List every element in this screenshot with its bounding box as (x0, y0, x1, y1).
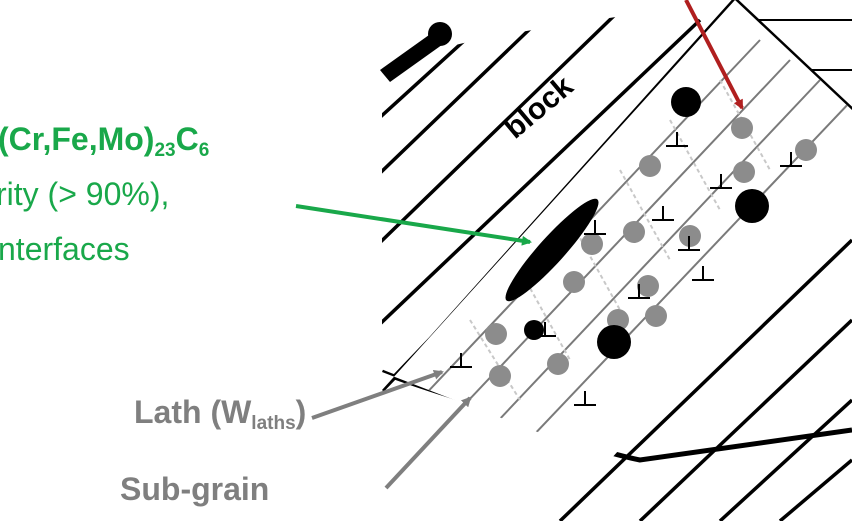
red-arrow (684, 0, 744, 110)
carbide-arrow (295, 204, 532, 246)
carbide-description-line-2: rity (> 90%), (0, 176, 170, 212)
lath-text: Lath (W (134, 394, 252, 430)
carbide-subscript-2: 6 (198, 140, 210, 161)
subgrain-label: Sub-grain (120, 471, 270, 507)
dislocation-symbols (450, 132, 802, 406)
carbide-subscript-1: 23 (154, 140, 176, 161)
block-hatch-lines (382, 0, 852, 521)
boundary-carbide (505, 198, 599, 302)
main-block (382, 0, 852, 460)
black-carbides (524, 87, 769, 359)
gray-precipitates (485, 117, 817, 387)
lath-label: Lath (Wlaths) (134, 394, 307, 433)
carbide-formula: (Cr,Fe,Mo) (0, 121, 155, 157)
corner-carbide-head (428, 22, 452, 46)
carbide-description-line-3: nterfaces (0, 231, 130, 267)
corner-carbide (380, 30, 446, 82)
lath-close: ) (295, 394, 307, 430)
lath-arrow (311, 369, 444, 420)
lath-subscript: laths (251, 413, 296, 434)
subgrain-arrow (384, 396, 472, 490)
carbide-label: (Cr,Fe,Mo)23C6 (0, 121, 209, 160)
carbide-c: C (175, 121, 199, 157)
